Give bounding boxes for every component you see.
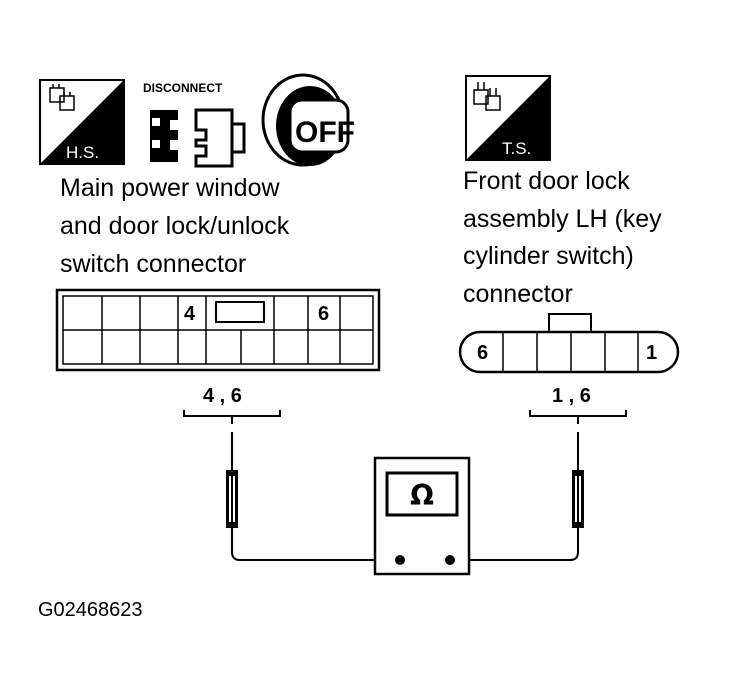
right-terminals-label: 1 , 6 [552, 385, 591, 407]
terminal-side-badge: T.S. [465, 75, 551, 161]
right-pin-1: 1 [646, 342, 657, 364]
left-connector: 4 6 [55, 288, 381, 372]
left-label-line3: switch connector [60, 250, 246, 278]
ignition-key-off-icon: OFF [261, 73, 355, 167]
right-connector-label: Front door lock assembly LH (key cylinde… [463, 167, 662, 308]
left-terminals-label: 4 , 6 [203, 385, 242, 407]
right-test-probe [450, 432, 584, 561]
left-connector-label: Main power window and door lock/unlock s… [60, 174, 290, 278]
ohm-symbol: Ω [410, 479, 434, 512]
right-pin-6: 6 [477, 342, 488, 364]
terminal-side-text: T.S. [502, 139, 531, 158]
disconnect-icon: DISCONNECT [143, 81, 246, 168]
harness-side-badge: H.S. [39, 79, 125, 165]
disconnect-label: DISCONNECT [143, 81, 223, 95]
left-pin-4: 4 [184, 303, 196, 325]
right-label-line2: assembly LH (key [463, 205, 662, 233]
left-terminal-bracket: 4 , 6 [183, 385, 281, 424]
right-label-line3: cylinder switch) [463, 242, 634, 270]
right-terminal-bracket: 1 , 6 [529, 385, 627, 424]
left-label-line1: Main power window [60, 174, 280, 202]
connector-icon [473, 82, 501, 111]
key-off-text: OFF [295, 116, 355, 149]
right-label-line1: Front door lock [463, 167, 630, 195]
connector-icon [49, 84, 75, 111]
left-pin-6: 6 [318, 303, 329, 325]
right-label-line4: connector [463, 280, 573, 308]
figure-code: G02468623 [38, 599, 143, 621]
ohmmeter: Ω [373, 456, 471, 576]
right-connector: 6 1 [458, 313, 680, 374]
harness-side-text: H.S. [66, 143, 99, 162]
meter-terminal-positive [445, 555, 455, 565]
left-test-probe [226, 432, 400, 561]
left-label-line2: and door lock/unlock [60, 212, 290, 240]
meter-terminal-negative [395, 555, 405, 565]
